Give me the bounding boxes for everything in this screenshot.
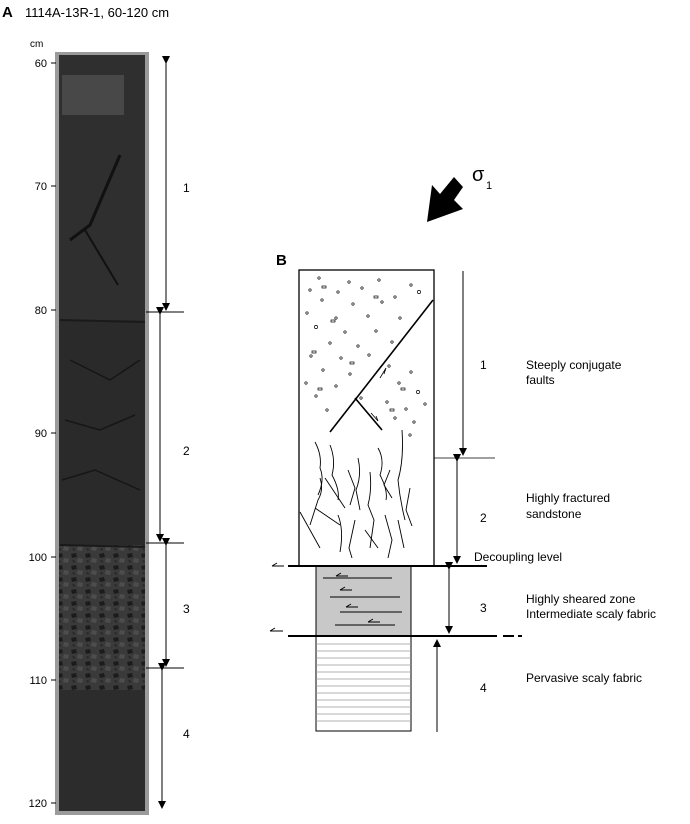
stress-arrow-icon <box>427 177 463 222</box>
lower-slip-arrow-icon <box>269 627 283 632</box>
fault-slip-arrows <box>370 367 387 422</box>
core-id-label: 1114A-13R-1, 60-120 cm <box>25 5 169 20</box>
conjugate-faults <box>329 299 434 433</box>
sandstone-block <box>298 269 435 567</box>
depth-tick-110: 110 <box>29 675 47 687</box>
sandstone-grains <box>304 276 427 437</box>
upper-slip-arrow-icon <box>271 562 284 567</box>
interval-label-a-3: 3 <box>183 602 190 616</box>
depth-tick-90: 90 <box>35 428 47 440</box>
depth-unit-label: cm <box>30 39 43 50</box>
decoupling-level-label: Decoupling level <box>474 550 562 564</box>
interval-label-b-1: 1 <box>480 358 487 372</box>
depth-tick-60: 60 <box>35 58 47 70</box>
scaly-fabric-block <box>315 635 412 732</box>
depth-tick-120: 120 <box>29 798 47 810</box>
interval-label-b-3: 3 <box>480 601 487 615</box>
desc-1-line1: Steeply conjugate <box>526 358 622 372</box>
core-photo <box>55 52 149 815</box>
fracture-lines <box>299 429 413 559</box>
shear-lines <box>323 572 402 626</box>
interval-label-a-4: 4 <box>183 727 190 741</box>
desc-3-line2: Intermediate scaly fabric <box>526 607 656 621</box>
desc-4-line1: Pervasive scaly fabric <box>526 671 642 685</box>
scaly-fabric-lines <box>316 643 411 722</box>
rubble-texture <box>59 545 145 690</box>
interval-arrows-a <box>156 56 170 809</box>
interval-label-a-2: 2 <box>183 444 190 458</box>
interval-label-b-4: 4 <box>480 681 487 695</box>
depth-axis: 60 70 80 90 100 110 120 <box>29 58 56 810</box>
sandstone-dashes <box>311 285 406 412</box>
interval-arrows-b <box>433 271 467 732</box>
desc-1-line2: faults <box>526 373 555 387</box>
interval-label-b-2: 2 <box>480 511 487 525</box>
depth-tick-80: 80 <box>35 305 47 317</box>
sigma-symbol: σ <box>472 164 485 186</box>
depth-tick-70: 70 <box>35 181 47 193</box>
desc-2-line1: Highly fractured <box>526 491 610 505</box>
desc-3-line1: Highly sheared zone <box>526 592 636 606</box>
interval-boundaries-a <box>146 311 184 669</box>
interval-label-a-1: 1 <box>183 181 190 195</box>
panel-b-letter: B <box>276 252 287 269</box>
depth-tick-100: 100 <box>29 552 47 564</box>
desc-2-line2: sandstone <box>526 507 582 521</box>
sigma-subscript: 1 <box>486 180 492 192</box>
panel-a-letter: A <box>2 4 13 21</box>
